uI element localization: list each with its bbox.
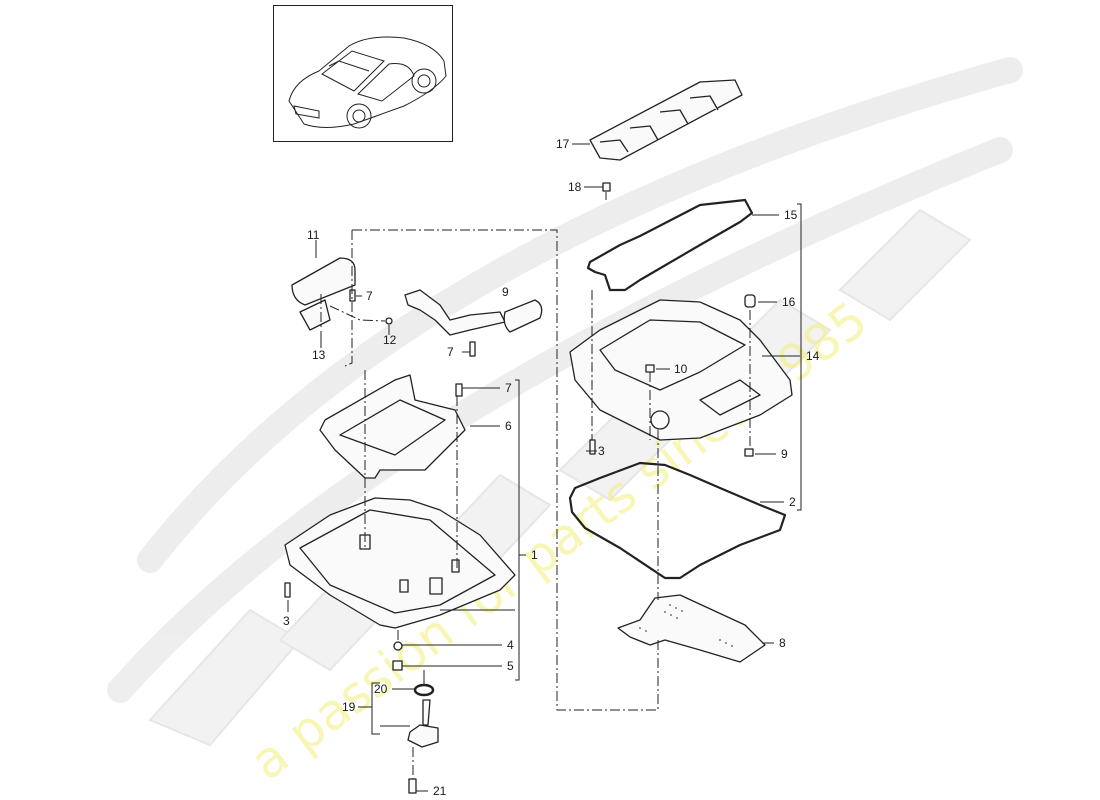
part-14-oil-pan xyxy=(569,299,793,441)
part-10-nut xyxy=(645,364,655,373)
callout-7[interactable]: 7 xyxy=(505,381,512,395)
callout-16[interactable]: 16 xyxy=(782,295,796,309)
part-12-washer xyxy=(385,317,393,325)
callout-2[interactable]: 2 xyxy=(789,495,796,509)
part-18-bolt xyxy=(602,182,611,192)
part-16-plug xyxy=(744,294,756,308)
callout-5[interactable]: 5 xyxy=(507,659,514,673)
part-20-oring xyxy=(413,683,435,697)
callout-17[interactable]: 17 xyxy=(556,137,570,151)
callout-4[interactable]: 4 xyxy=(507,638,514,652)
callout-18[interactable]: 18 xyxy=(568,180,582,194)
part-17-cover xyxy=(589,79,743,161)
part-7-bolt-c xyxy=(455,383,463,397)
part-3-bolt-right xyxy=(589,439,596,455)
callout-9[interactable]: 9 xyxy=(781,447,788,461)
callout-10[interactable]: 10 xyxy=(674,362,688,376)
vehicle-thumbnail[interactable] xyxy=(273,5,453,142)
callout-9[interactable]: 9 xyxy=(502,285,509,299)
callout-15[interactable]: 15 xyxy=(784,208,798,222)
part-3-bolt-left xyxy=(284,582,291,598)
callout-7[interactable]: 7 xyxy=(447,345,454,359)
callout-20[interactable]: 20 xyxy=(374,682,388,696)
part-6-frame xyxy=(319,374,466,479)
part-4-seal xyxy=(393,641,403,651)
part-1-lower-pan xyxy=(284,497,516,629)
callout-21[interactable]: 21 xyxy=(433,784,447,798)
part-15-gasket xyxy=(586,198,754,292)
callout-19[interactable]: 19 xyxy=(342,700,356,714)
callout-11[interactable]: 11 xyxy=(307,228,320,242)
part-19-sensor xyxy=(407,699,439,748)
part-9-filter-assembly xyxy=(404,289,543,336)
callout-6[interactable]: 6 xyxy=(505,419,512,433)
callout-3[interactable]: 3 xyxy=(283,614,290,628)
callout-12[interactable]: 12 xyxy=(383,333,397,347)
callout-1[interactable]: 1 xyxy=(531,548,538,562)
callout-3[interactable]: 3 xyxy=(598,444,605,458)
callout-7[interactable]: 7 xyxy=(366,289,373,303)
part-11-housing xyxy=(291,257,356,331)
part-9-nut xyxy=(744,448,754,457)
part-7-bolt-b xyxy=(469,341,476,357)
car-icon xyxy=(288,36,447,129)
callout-14[interactable]: 14 xyxy=(806,349,820,363)
part-8-shield xyxy=(617,594,766,663)
part-5-plug xyxy=(392,660,403,671)
part-21-bolt xyxy=(408,778,417,794)
callout-8[interactable]: 8 xyxy=(779,636,786,650)
callout-13[interactable]: 13 xyxy=(312,348,326,362)
part-2-gasket xyxy=(568,461,787,580)
